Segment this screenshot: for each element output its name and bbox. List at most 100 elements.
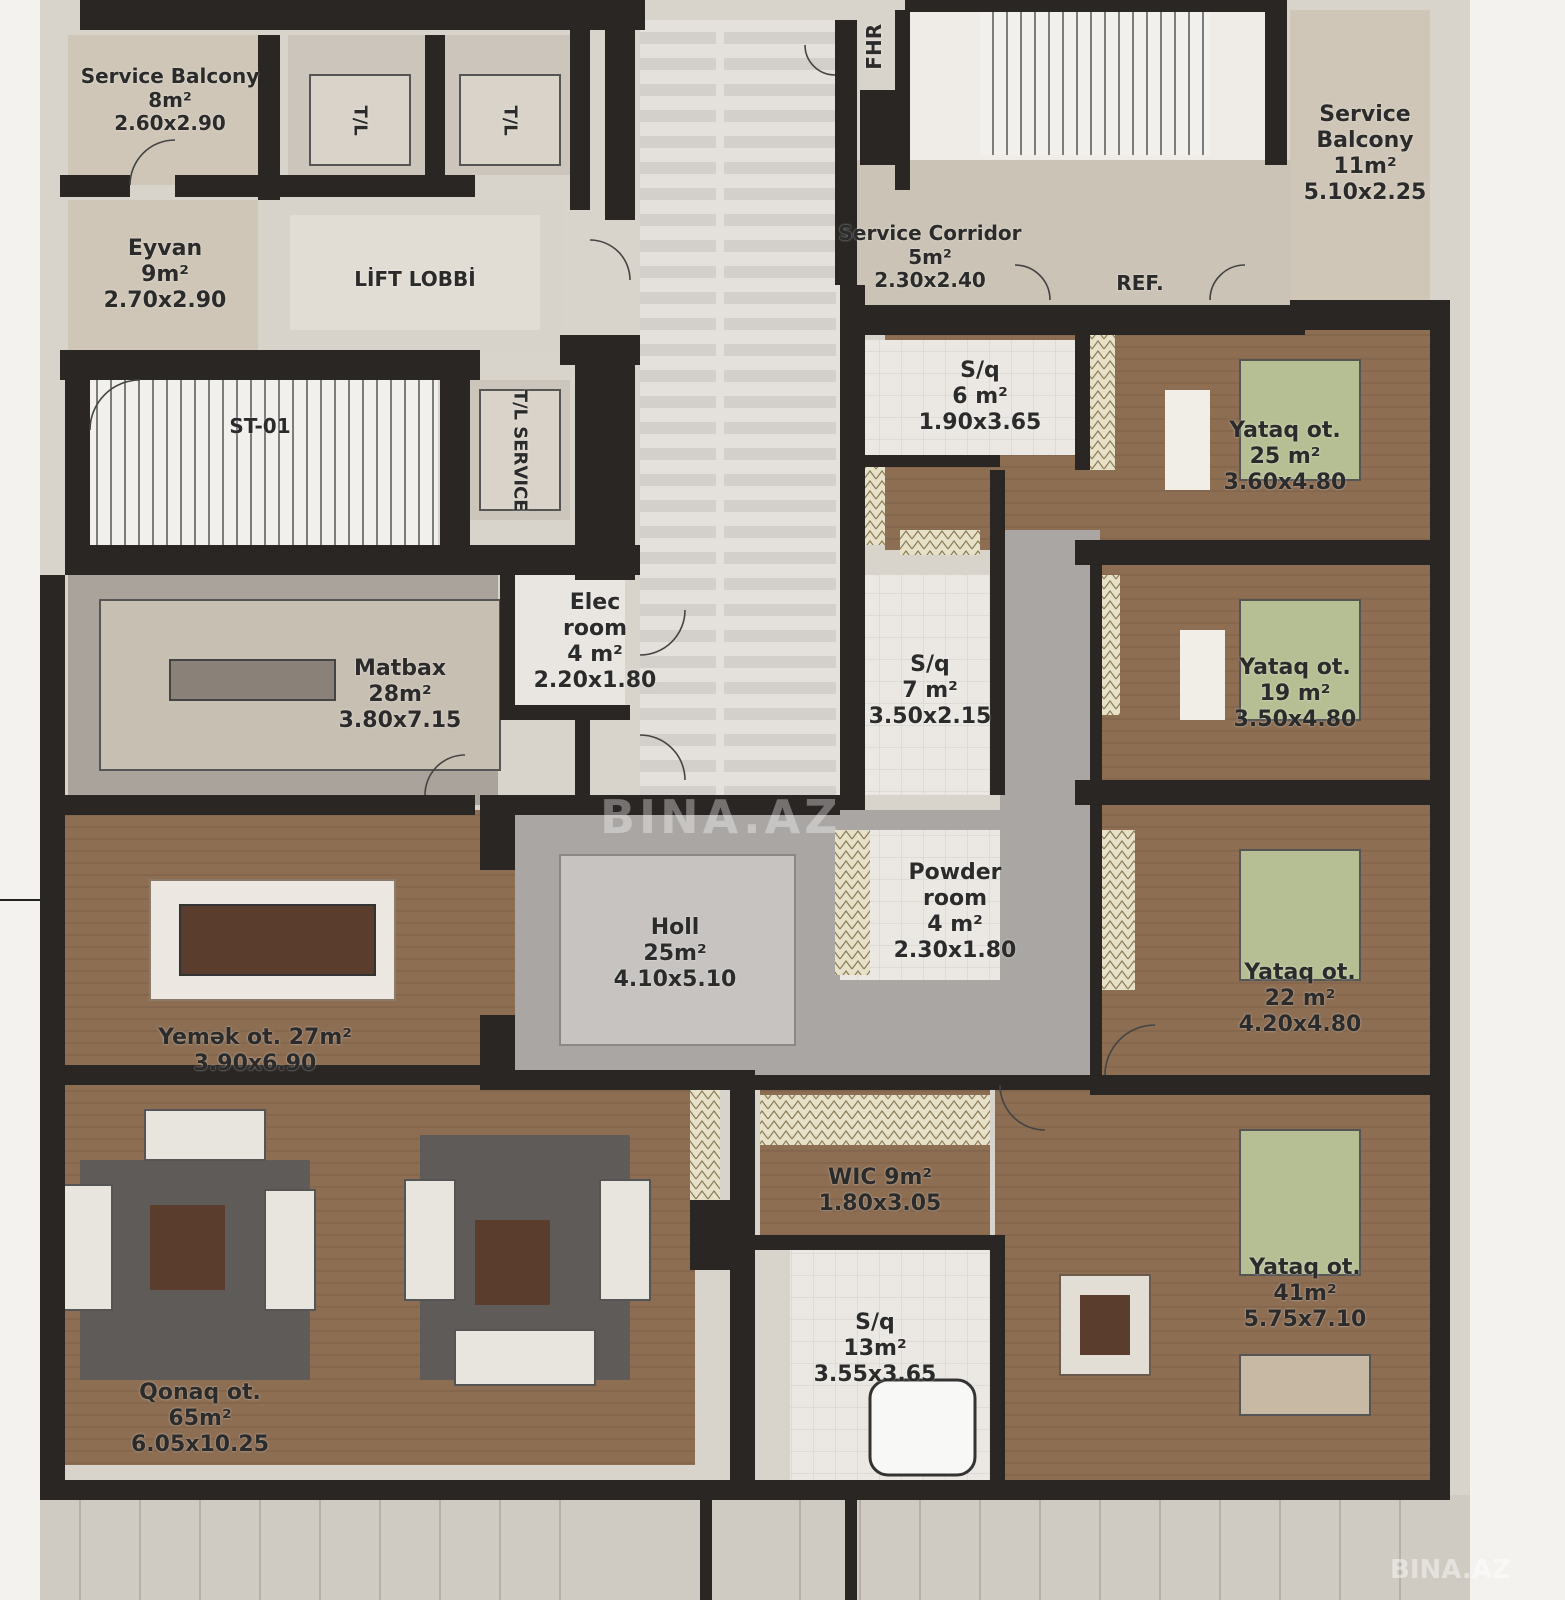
room-name: Holl (650, 915, 700, 940)
label-kitchen: Matbax 28m² 3.80x7.15 (315, 656, 485, 734)
room-area: 41m² (1273, 1280, 1337, 1306)
label-sq-1: S/q 6 m² 1.90x3.65 (885, 358, 1075, 436)
room-dims: 3.60x4.80 (1223, 469, 1347, 495)
armchair-2 (264, 1189, 316, 1311)
room-name: Service Balcony (80, 64, 260, 88)
room-dims: 6.05x10.25 (130, 1431, 270, 1457)
room-name: Elec room (562, 590, 627, 641)
room-name: T/L (499, 105, 521, 136)
bed-2 (1239, 599, 1361, 721)
room-name: Qonaq ot. (139, 1380, 261, 1405)
sofa-2 (454, 1329, 596, 1386)
room-name: Yemək ot. 27m² (158, 1025, 352, 1050)
door-swings (89, 44, 1246, 1131)
room-name: Service Balcony (1316, 102, 1414, 153)
room-dims: 2.60x2.90 (114, 111, 226, 136)
coffee-table-2 (475, 1220, 550, 1305)
eyvan-floor (68, 200, 258, 350)
room-name: Matbax (353, 656, 447, 681)
elec-room-floor (515, 575, 625, 715)
room-dims: 5.10x2.25 (1303, 179, 1427, 205)
room-dims: 3.90x6.90 (193, 1050, 317, 1076)
master-bed (1239, 1129, 1361, 1276)
label-stair: ST-01 (200, 414, 320, 439)
service-corridor-floor (850, 160, 1300, 305)
label-fhr: FHR (862, 17, 887, 77)
room-name: S/q (960, 358, 1000, 383)
label-lift-2: T/L (499, 91, 521, 151)
room-area: 9m² (141, 261, 189, 287)
bedroom-2-rug (1180, 630, 1225, 720)
room-dims: 4.10x5.10 (613, 966, 737, 992)
bathtub (868, 1378, 977, 1477)
room-name: S/q (855, 1310, 895, 1335)
room-dims: 3.80x7.15 (338, 707, 462, 733)
closet-3 (900, 530, 980, 555)
terrace-floor (40, 1495, 1470, 1600)
room-dims: 2.20x1.80 (533, 667, 657, 693)
room-dims: 3.50x2.15 (868, 703, 992, 729)
room-dims: 2.30x1.80 (893, 937, 1017, 963)
label-bedroom-2: Yataq ot. 19 m² 3.50x4.80 (1210, 655, 1380, 733)
armchair-3 (404, 1179, 456, 1301)
closet-7 (690, 1085, 720, 1205)
room-name: Yataq ot. (1244, 960, 1356, 985)
room-name: Yataq ot. (1229, 418, 1341, 443)
room-name: Yataq ot. (1249, 1255, 1361, 1280)
room-area: 19 m² (1259, 680, 1331, 706)
label-lift-lobby: LİFT LOBBİ (315, 267, 515, 292)
label-bedroom-3: Yataq ot. 22 m² 4.20x4.80 (1215, 960, 1385, 1038)
room-area: 6 m² (952, 383, 1008, 409)
room-area: 25m² (643, 940, 707, 966)
hall-rug (559, 854, 796, 1046)
service-stair-steps (980, 5, 1210, 155)
room-name: T/L (349, 105, 371, 136)
room-name: Eyvan (127, 236, 203, 261)
room-name: LİFT LOBBİ (354, 267, 476, 291)
room-name: ST-01 (229, 414, 291, 438)
service-lift-car (479, 389, 561, 511)
room-area: 11m² (1333, 153, 1397, 179)
label-bedroom-1: Yataq ot. 25 m² 3.60x4.80 (1200, 418, 1370, 496)
watermark: BINA.AZ (600, 790, 842, 844)
armchair-1 (61, 1184, 113, 1311)
room-name: FHR (862, 23, 887, 70)
room-name: Powder room (908, 860, 1002, 911)
label-sq-3: S/q 13m² 3.55x3.65 (795, 1310, 955, 1388)
label-sq-2: S/q 7 m² 3.50x2.15 (860, 652, 1000, 730)
label-service-balcony-left: Service Balcony 8m² 2.60x2.90 (55, 64, 285, 136)
room-name: Service Corridor (838, 221, 1022, 245)
bed-3 (1239, 849, 1361, 981)
closet-6 (835, 830, 870, 975)
service-balcony-left-floor (68, 35, 258, 185)
closet-5 (1100, 830, 1135, 990)
terrace-deck-lines (79, 1500, 1401, 1600)
lift-lobby-inner (290, 215, 540, 330)
room-area: 22 m² (1264, 985, 1336, 1011)
room-area: 8m² (148, 87, 192, 112)
label-powder-room: Powder room 4 m² 2.30x1.80 (880, 860, 1030, 964)
room-dims: 1.90x3.65 (918, 409, 1042, 435)
label-lift-1: T/L (349, 91, 371, 151)
kitchen-island (169, 659, 336, 701)
room-area: 7 m² (902, 677, 958, 703)
central-stair (640, 20, 840, 795)
room-area: 28m² (368, 681, 432, 707)
wic-closet (760, 1095, 990, 1145)
sq1-floor (860, 340, 1080, 455)
label-bedroom-master: Yataq ot. 41m² 5.75x7.10 (1220, 1255, 1390, 1333)
room-area: 4 m² (567, 641, 623, 667)
room-area: 13m² (843, 1335, 907, 1361)
label-wic: WIC 9m² 1.80x3.05 (800, 1165, 960, 1217)
walls (40, 0, 1450, 1600)
watermark-small: BINA.AZ (1390, 1555, 1511, 1585)
armchair-4 (599, 1179, 651, 1301)
lift-car-2 (459, 74, 561, 166)
stair-st01 (88, 380, 438, 545)
room-dims: 2.70x2.90 (103, 287, 227, 313)
room-name: T/L SERVICE (509, 389, 531, 512)
room-dims: 1.80x3.05 (818, 1190, 942, 1216)
room-dims: 3.55x3.65 (813, 1361, 937, 1387)
label-eyvan: Eyvan 9m² 2.70x2.90 (75, 236, 255, 314)
